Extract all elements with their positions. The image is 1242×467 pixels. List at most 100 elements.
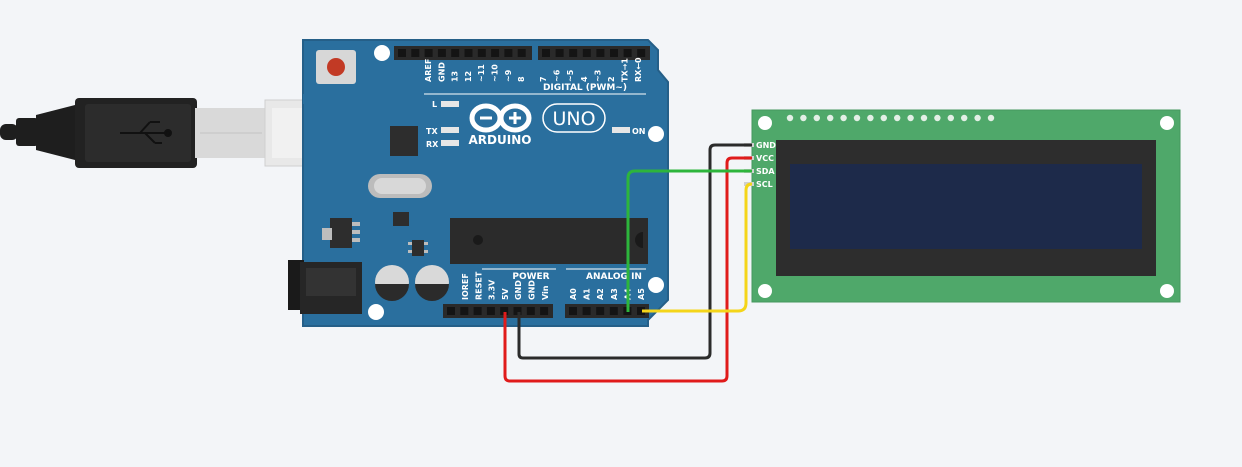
digital-pin-label: ~5 xyxy=(566,69,575,82)
header-pin-hole xyxy=(477,49,486,57)
lcd-pin-pad xyxy=(961,114,968,122)
header-pin-hole xyxy=(555,49,564,57)
header-pin-hole xyxy=(491,49,500,57)
led-tx: TX xyxy=(426,127,459,136)
digital-pin-label: ~3 xyxy=(593,70,602,82)
digital-pin-label: ~6 xyxy=(553,69,562,82)
header-pin-hole xyxy=(398,49,406,57)
header-pin-hole xyxy=(513,307,522,315)
lcd-pin-pad xyxy=(907,114,914,122)
lcd-mounting-hole xyxy=(1160,116,1174,130)
power-pin-label: GND xyxy=(528,280,537,300)
power-pin-label: RESET xyxy=(474,271,483,300)
lcd-pin-pad xyxy=(840,114,847,122)
lcd-pin-pad xyxy=(947,114,954,122)
atmega-chip xyxy=(450,218,648,264)
analog-header xyxy=(565,304,649,318)
digital-pin-label: ~9 xyxy=(504,69,513,82)
svg-text:TX: TX xyxy=(426,127,438,136)
digital-pin-label: RX←0 xyxy=(634,57,643,82)
power-pin-label: 5V xyxy=(501,287,510,300)
header-pin-hole xyxy=(500,307,509,315)
power-pin-label: Vin xyxy=(541,285,550,300)
header-pin-hole xyxy=(504,49,513,57)
mounting-hole xyxy=(648,126,664,142)
lcd-pin-label: VCC xyxy=(756,154,774,163)
header-pin-hole xyxy=(424,49,433,57)
lcd-pin-pad xyxy=(786,114,794,122)
lcd-pin-label: SCL xyxy=(756,180,773,189)
header-pin-hole xyxy=(540,307,549,315)
header-pin-hole xyxy=(596,49,605,57)
header-pin-hole xyxy=(486,307,495,315)
header-pin-hole xyxy=(623,49,632,57)
power-jack[interactable] xyxy=(288,260,362,314)
lcd-top-pins xyxy=(786,114,995,122)
wire-5v[interactable] xyxy=(503,156,752,383)
digital-pin-label: ~10 xyxy=(491,64,500,82)
digital-header xyxy=(394,46,650,60)
analog-pin-label: A3 xyxy=(610,288,619,300)
led-rx: RX xyxy=(426,140,459,149)
lcd-pin-pad xyxy=(853,114,861,122)
svg-text:RX: RX xyxy=(426,140,439,149)
small-ic xyxy=(408,240,428,256)
reset-button[interactable] xyxy=(316,50,356,84)
usb-chip xyxy=(390,126,418,156)
svg-text:ON: ON xyxy=(632,127,646,136)
lcd-pin-pad xyxy=(974,114,981,122)
digital-pin-label: AREF xyxy=(424,59,433,82)
header-pin-hole xyxy=(464,49,473,57)
wire-scl[interactable] xyxy=(642,182,753,313)
capacitor xyxy=(375,265,409,301)
mounting-hole xyxy=(374,45,390,61)
wire-gnd[interactable] xyxy=(517,143,752,360)
lcd-pin-pad xyxy=(987,114,995,122)
lcd-mounting-hole xyxy=(758,116,772,130)
power-header xyxy=(443,304,553,318)
wire-sda[interactable] xyxy=(626,169,752,312)
brand-name: ARDUINO xyxy=(469,133,532,147)
small-chip xyxy=(393,212,409,226)
arduino-board[interactable]: L TX RX ON ARDUINO UNO DIGITAL (PWM~) xyxy=(288,39,669,327)
lcd-pin-pad xyxy=(880,114,887,122)
header-pin-hole xyxy=(569,307,577,315)
lcd-pin-pad xyxy=(934,114,941,122)
svg-text:L: L xyxy=(432,100,437,109)
digital-pin-label: 2 xyxy=(607,76,616,82)
header-pin-hole xyxy=(451,49,460,57)
header-pin-hole xyxy=(582,307,591,315)
header-pin-hole xyxy=(460,307,469,315)
lcd-pin-label: SDA xyxy=(756,167,775,176)
lcd-pin-pad xyxy=(894,114,901,122)
header-pin-hole xyxy=(411,49,420,57)
lcd-pin-pad xyxy=(867,114,874,122)
digital-pin-label: 4 xyxy=(580,76,589,82)
header-pin-hole xyxy=(542,49,550,57)
header-pin-hole xyxy=(526,307,535,315)
capacitor xyxy=(415,265,449,301)
mounting-hole xyxy=(648,277,664,293)
digital-pin-label: TX→1 xyxy=(621,58,630,82)
header-pin-hole xyxy=(447,307,455,315)
board-model: UNO xyxy=(552,108,595,130)
power-header-label: POWER xyxy=(512,272,549,282)
analog-header-label: ANALOG IN xyxy=(586,272,642,282)
lcd-mounting-hole xyxy=(758,284,772,298)
header-pin-hole xyxy=(596,307,605,315)
header-pin-hole xyxy=(437,49,446,57)
analog-pin-label: A2 xyxy=(596,288,605,300)
analog-pin-label: A5 xyxy=(637,288,646,300)
power-pin-label: GND xyxy=(514,280,523,300)
digital-pin-label: 13 xyxy=(451,71,460,82)
lcd-screen xyxy=(790,164,1142,249)
analog-pin-label: A0 xyxy=(569,288,578,300)
usb-cable[interactable] xyxy=(0,98,356,168)
header-pin-hole xyxy=(569,49,578,57)
analog-pin-label: A1 xyxy=(583,288,592,300)
led-l: L xyxy=(432,100,459,109)
